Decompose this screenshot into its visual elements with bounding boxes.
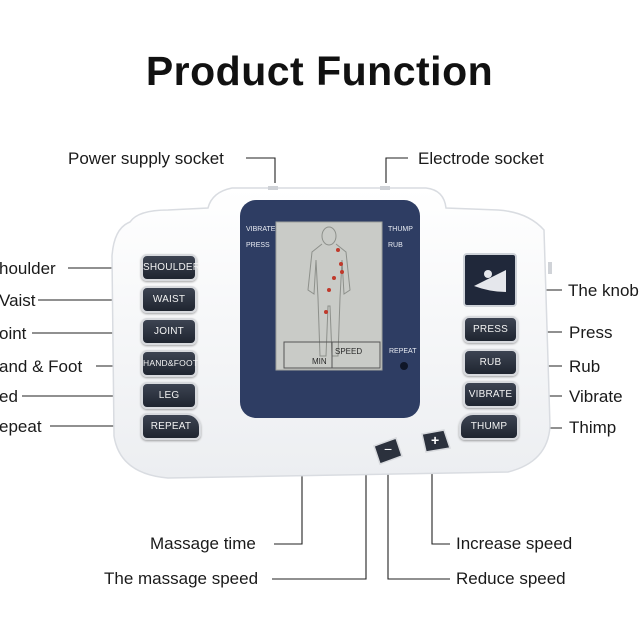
callout-repeat: epeat — [0, 417, 42, 436]
callout-thimp: Thimp — [569, 418, 617, 437]
callout-rub: Rub — [569, 357, 601, 376]
rub-button[interactable]: RUB — [463, 349, 518, 376]
screen-label-thump: THUMP — [388, 226, 413, 233]
callout-the-knob: The knob — [568, 281, 639, 300]
screen-label-repeat: REPEAT — [389, 348, 417, 355]
page-title: Product Function — [145, 48, 494, 94]
power-socket-leader — [246, 157, 276, 183]
repeat-button[interactable]: REPEAT — [141, 413, 201, 440]
callout-massage-time: Massage time — [150, 534, 256, 553]
screen-label-press: PRESS — [246, 242, 270, 249]
callout-joint: oint — [0, 324, 27, 343]
repeat-button-label: REPEAT — [150, 421, 192, 432]
vibrate-button-label: VIBRATE — [468, 389, 513, 400]
vibrate-button[interactable]: VIBRATE — [463, 381, 518, 408]
joint-button-label: JOINT — [154, 326, 184, 337]
callout-increase-speed: Increase speed — [456, 534, 573, 553]
callout-press: Press — [569, 323, 613, 342]
plus-icon: + — [431, 432, 440, 448]
joint-button[interactable]: JOINT — [141, 318, 197, 345]
electrode-socket-leader — [385, 157, 408, 183]
callout-vibrate: Vibrate — [569, 387, 623, 406]
waist-button[interactable]: WAIST — [141, 286, 197, 313]
lcd-label-min: MIN — [312, 357, 327, 366]
increase-speed-leader — [431, 452, 450, 545]
callout-leg: ed — [0, 387, 18, 406]
callout-reduce-speed: Reduce speed — [456, 569, 566, 588]
rub-button-label: RUB — [479, 357, 502, 368]
screen-label-vibrate: VIBRATE — [246, 226, 276, 233]
leg-button[interactable]: LEG — [141, 382, 197, 409]
thump-button[interactable]: THUMP — [459, 413, 519, 440]
press-button[interactable]: PRESS — [463, 316, 518, 343]
hand-foot-button-label: HAND&FOOT — [143, 358, 199, 368]
shoulder-button[interactable]: SHOULDER — [141, 254, 201, 281]
callout-waist: Vaist — [0, 291, 36, 310]
massager-device: VIBRATE PRESS THUMP RUB REPEAT MIN SPEED… — [108, 186, 552, 482]
callout-electrode-socket: Electrode socket — [418, 149, 544, 168]
reduce-speed-leader — [387, 462, 450, 580]
callout-power-supply-socket: Power supply socket — [68, 149, 224, 168]
device-body — [111, 186, 552, 479]
thump-button-label: THUMP — [470, 421, 508, 432]
press-button-label: PRESS — [473, 324, 508, 335]
screen-label-rub: RUB — [388, 242, 403, 249]
callout-hand-foot: and & Foot — [0, 357, 83, 376]
waist-button-label: WAIST — [152, 294, 186, 305]
shoulder-button-label: SHOULDER — [143, 262, 201, 273]
hand-foot-button[interactable]: HAND&FOOT — [141, 350, 199, 377]
callout-shoulder: houlder — [0, 259, 56, 278]
minus-icon: − — [384, 441, 393, 457]
callout-massage-speed: The massage speed — [104, 569, 259, 588]
lcd-label-speed: SPEED — [335, 347, 363, 356]
leg-button-label: LEG — [158, 390, 180, 401]
